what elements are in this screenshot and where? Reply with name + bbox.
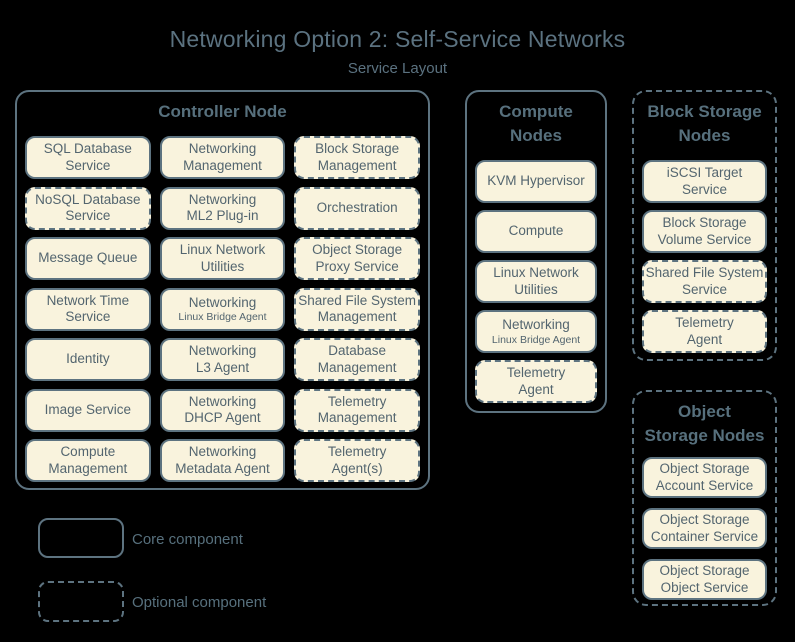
compute-service-stack: KVM Hypervisor Compute Linux Network Uti…	[475, 160, 597, 403]
service-box: Linux Network Utilities	[475, 260, 597, 303]
service-box: Orchestration	[294, 186, 420, 230]
service-box: Networking DHCP Agent	[159, 388, 286, 432]
service-label: Networking L3 Agent	[188, 343, 257, 375]
service-box: NoSQL Database Service	[25, 186, 151, 230]
service-label: SQL Database Service	[43, 141, 132, 173]
service-label: Message Queue	[38, 250, 138, 266]
service-box: Network Time Service	[25, 287, 151, 331]
service-label: Telemetry Agent	[675, 315, 734, 347]
compute-nodes-title: Compute Nodes	[499, 102, 573, 145]
block-storage-nodes-group: Block Storage Nodes iSCSI Target Service…	[632, 90, 777, 361]
service-box: Image Service	[25, 388, 151, 432]
service-box: Telemetry Management	[294, 388, 420, 432]
service-label: Networking ML2 Plug-in	[186, 191, 259, 223]
service-box: Object Storage Object Service	[642, 559, 767, 600]
service-label: Object Storage Account Service	[655, 461, 754, 493]
service-box: Database Management	[294, 338, 420, 381]
service-sublabel: Linux Bridge Agent	[491, 333, 581, 346]
page-subtitle: Service Layout	[347, 60, 448, 77]
service-label: Networking DHCP Agent	[184, 393, 261, 425]
controller-service-grid: SQL Database Service Networking Manageme…	[25, 136, 420, 482]
service-label: Object Storage Proxy Service	[312, 242, 403, 274]
service-label: Networking	[188, 294, 257, 310]
service-box: Shared File System Service	[642, 260, 767, 303]
service-box: Telemetry Agent(s)	[294, 439, 420, 482]
service-label: Telemetry Management	[317, 393, 397, 425]
service-label: Networking Management	[183, 141, 262, 173]
service-label: Object Storage Container Service	[650, 512, 759, 544]
object-storage-nodes-title: Object Storage Nodes	[644, 402, 765, 445]
service-label: Shared File System Service	[645, 265, 764, 297]
service-label: iSCSI Target Service	[666, 165, 743, 197]
service-box: Compute Management	[25, 439, 151, 482]
service-label: KVM Hypervisor	[487, 173, 585, 189]
service-box: Block Storage Management	[294, 136, 420, 179]
service-box: Object Storage Proxy Service	[294, 237, 420, 280]
service-box: Networking ML2 Plug-in	[159, 186, 286, 230]
service-box: Block Storage Volume Service	[642, 210, 767, 253]
service-label: Object Storage Object Service	[659, 563, 750, 595]
service-label: Database Management	[317, 343, 397, 375]
compute-nodes-group: Compute Nodes KVM Hypervisor Compute Lin…	[465, 90, 607, 413]
service-box: Message Queue	[25, 237, 151, 280]
service-label: Orchestration	[316, 199, 398, 215]
service-label: Image Service	[44, 401, 131, 417]
service-box: Networking Metadata Agent	[159, 439, 286, 482]
legend-core-swatch	[38, 518, 124, 558]
object-storage-service-stack: Object Storage Account Service Object St…	[642, 457, 767, 600]
service-label: Compute	[508, 223, 564, 239]
page-title: Networking Option 2: Self-Service Networ…	[169, 26, 626, 52]
service-box: Object Storage Account Service	[642, 457, 767, 498]
service-sublabel: Linux Bridge Agent	[178, 311, 267, 324]
object-storage-nodes-group: Object Storage Nodes Object Storage Acco…	[632, 390, 777, 606]
service-box: Telemetry Agent	[475, 360, 597, 403]
service-label: Linux Network Utilities	[179, 242, 266, 274]
service-label: Telemetry Agent(s)	[327, 444, 387, 476]
service-label: NoSQL Database Service	[35, 191, 141, 223]
service-label: Networking	[502, 317, 570, 333]
service-label: Network Time Service	[46, 292, 130, 324]
service-box: Linux Network Utilities	[159, 237, 286, 280]
block-storage-service-stack: iSCSI Target Service Block Storage Volum…	[642, 160, 767, 353]
service-box: KVM Hypervisor	[475, 160, 597, 203]
service-box: Networking L3 Agent	[159, 338, 286, 381]
service-box: Networking Management	[159, 136, 286, 179]
service-label: Block Storage Volume Service	[657, 215, 752, 247]
service-label: Block Storage Management	[315, 141, 400, 173]
service-box: Object Storage Container Service	[642, 508, 767, 549]
service-box: Identity	[25, 338, 151, 381]
service-box: iSCSI Target Service	[642, 160, 767, 203]
service-label: Identity	[66, 351, 110, 367]
service-label: Networking Metadata Agent	[175, 444, 270, 476]
service-box: Telemetry Agent	[642, 310, 767, 353]
controller-node-title: Controller Node	[158, 102, 287, 121]
service-label: Shared File System Management	[298, 292, 417, 324]
legend-optional-label: Optional component	[132, 594, 267, 611]
service-box: Shared File System Management	[294, 287, 420, 331]
block-storage-nodes-title: Block Storage Nodes	[647, 102, 762, 145]
service-label: Telemetry Agent	[506, 365, 566, 397]
service-label: Linux Network Utilities	[493, 265, 579, 297]
legend-core-label: Core component	[132, 531, 243, 548]
legend-optional-swatch	[38, 581, 124, 622]
service-box: SQL Database Service	[25, 136, 151, 179]
controller-node-group: Controller Node SQL Database Service Net…	[15, 90, 430, 490]
service-box: Compute	[475, 210, 597, 253]
service-label: Compute Management	[48, 444, 128, 476]
